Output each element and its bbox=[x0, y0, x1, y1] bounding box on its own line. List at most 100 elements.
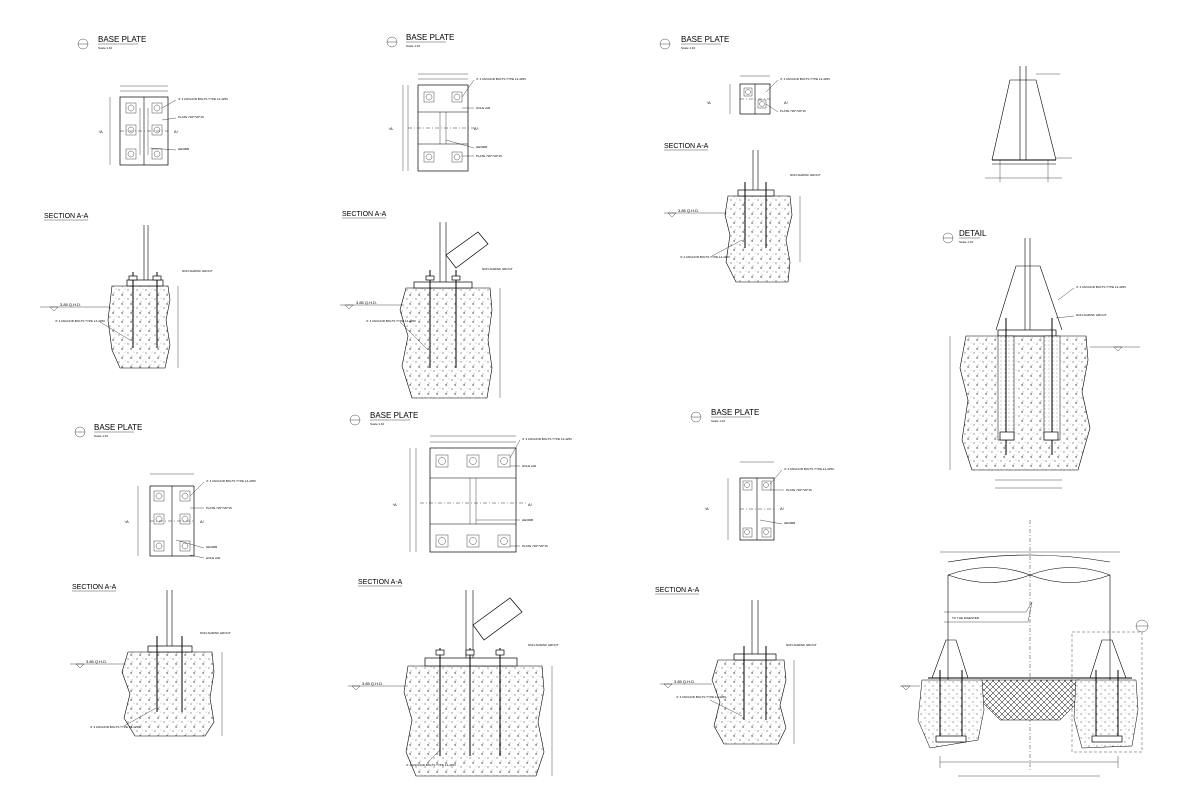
svg-text:BASE PLATE: BASE PLATE bbox=[98, 35, 146, 44]
svg-text:↑A: ↑A bbox=[124, 519, 129, 524]
base-plate-plan-4: ↑A A↑ 4" 4 ANCHOR BOLTS TYPE 14-4250 PLA… bbox=[124, 473, 256, 560]
section-a-a-6: 3.85 Q.H.D. 4" 4 ANCHOR BOLTS TYPE 14-42… bbox=[660, 600, 817, 745]
svg-text:NON-SHRINK GROUT: NON-SHRINK GROUT bbox=[482, 267, 513, 271]
svg-text:HE300B: HE300B bbox=[178, 147, 189, 151]
svg-text:HOLE ø40: HOLE ø40 bbox=[522, 464, 537, 468]
svg-text:4" 4 ANCHOR BOLTS TYPE 14-4250: 4" 4 ANCHOR BOLTS TYPE 14-4250 bbox=[680, 255, 730, 259]
svg-text:Scale 1:10: Scale 1:10 bbox=[98, 46, 113, 50]
svg-text:BASE PLATE: BASE PLATE bbox=[681, 35, 729, 44]
title-base-plate-6: BASE PLATE Scale 1:10 bbox=[690, 408, 759, 423]
svg-text:4" 4 ANCHOR BOLTS TYPE 14-4250: 4" 4 ANCHOR BOLTS TYPE 14-4250 bbox=[676, 695, 726, 699]
section-title-4: SECTION A-A bbox=[72, 584, 117, 592]
title-base-plate-4: BASE PLATE Scale 1:10 bbox=[74, 423, 142, 438]
svg-text:3.85 Q.H.D.: 3.85 Q.H.D. bbox=[362, 681, 383, 686]
bracket-elevation bbox=[985, 66, 1072, 182]
svg-text:4" 4 ANCHOR BOLTS TYPE 14-4250: 4" 4 ANCHOR BOLTS TYPE 14-4250 bbox=[55, 319, 105, 323]
svg-text:A↑: A↑ bbox=[528, 502, 533, 507]
svg-text:NON-SHRINK GROUT: NON-SHRINK GROUT bbox=[528, 643, 559, 647]
svg-text:NON-SHRINK GROUT: NON-SHRINK GROUT bbox=[790, 173, 821, 177]
detail-view: 4" 4 ANCHOR BOLTS TYPE 14-4250 NON-SHRIN… bbox=[949, 238, 1140, 489]
svg-text:Scale 1:10: Scale 1:10 bbox=[681, 46, 696, 50]
svg-text:3.85 Q.H.D.: 3.85 Q.H.D. bbox=[86, 659, 107, 664]
section-title-5: SECTION A-A bbox=[358, 579, 403, 587]
svg-text:↑A: ↑A bbox=[706, 100, 711, 105]
base-plate-plan-1: ↑A A↑ 4" 4 ANCHOR BOLTS TYPE 14-4250 PLA… bbox=[98, 85, 228, 166]
svg-text:4" 4 ANCHOR BOLTS TYPE 14-4250: 4" 4 ANCHOR BOLTS TYPE 14-4250 bbox=[784, 467, 834, 471]
base-plate-plan-6: ↑A A↑ 4" 4 ANCHOR BOLTS TYPE 14-4250 PLA… bbox=[704, 461, 834, 541]
svg-text:BASE PLATE: BASE PLATE bbox=[711, 408, 759, 417]
svg-text:4" 4 ANCHOR BOLTS TYPE 14-4250: 4" 4 ANCHOR BOLTS TYPE 14-4250 bbox=[476, 77, 526, 81]
svg-text:4" 4 ANCHOR BOLTS TYPE 14-4250: 4" 4 ANCHOR BOLTS TYPE 14-4250 bbox=[522, 437, 572, 441]
base-plate-plan-2: ↑A A↑ 4" 4 ANCHOR BOLTS TYPE 14-4250 HOL… bbox=[388, 73, 526, 172]
svg-text:NON-SHRINK GROUT: NON-SHRINK GROUT bbox=[182, 269, 213, 273]
svg-text:↑A: ↑A bbox=[388, 126, 393, 131]
svg-text:Scale 1:10: Scale 1:10 bbox=[406, 44, 421, 48]
svg-text:↑A: ↑A bbox=[704, 506, 709, 511]
svg-text:4" 4 ANCHOR BOLTS TYPE 14-4250: 4" 4 ANCHOR BOLTS TYPE 14-4250 bbox=[780, 77, 830, 81]
svg-text:↑A: ↑A bbox=[98, 129, 103, 134]
svg-text:SECTION A-A: SECTION A-A bbox=[655, 587, 700, 594]
svg-text:HOLE ø40: HOLE ø40 bbox=[476, 106, 491, 110]
svg-text:4" 4 ANCHOR BOLTS TYPE 14-4250: 4" 4 ANCHOR BOLTS TYPE 14-4250 bbox=[206, 479, 256, 483]
svg-text:PLATE 720*720*15: PLATE 720*720*15 bbox=[206, 506, 232, 510]
svg-text:A↑: A↑ bbox=[200, 519, 205, 524]
base-plate-plan-5: ↑A A↑ 4" 4 ANCHOR BOLTS TYPE 14-4250 HOL… bbox=[392, 435, 572, 553]
svg-text:TO THE DIGESTER: TO THE DIGESTER bbox=[952, 616, 980, 620]
svg-text:NON-SHRINK GROUT: NON-SHRINK GROUT bbox=[200, 631, 231, 635]
svg-text:HE300B: HE300B bbox=[206, 545, 217, 549]
svg-text:Scale 1:10: Scale 1:10 bbox=[711, 419, 726, 423]
svg-text:SECTION A-A: SECTION A-A bbox=[664, 143, 709, 150]
svg-text:BASE PLATE: BASE PLATE bbox=[406, 33, 454, 42]
section-title-6: SECTION A-A bbox=[655, 587, 700, 595]
svg-text:BASE PLATE: BASE PLATE bbox=[94, 423, 142, 432]
svg-text:A↑: A↑ bbox=[784, 100, 789, 105]
section-a-a-3: 3.85 Q.H.D. 4" 4 ANCHOR BOLTS TYPE 14-42… bbox=[664, 150, 821, 283]
svg-text:Scale 1:10: Scale 1:10 bbox=[94, 434, 109, 438]
section-title-1: SECTION A-A bbox=[44, 213, 89, 221]
svg-text:HE300B: HE300B bbox=[476, 145, 487, 149]
svg-text:A↑: A↑ bbox=[780, 506, 785, 511]
svg-text:PLATE 720*720*15: PLATE 720*720*15 bbox=[476, 154, 502, 158]
svg-text:↑A: ↑A bbox=[392, 502, 397, 507]
svg-text:SECTION A-A: SECTION A-A bbox=[44, 213, 89, 220]
base-plate-plan-3: ↑A A↑ 4" 4 ANCHOR BOLTS TYPE 14-4250 PLA… bbox=[706, 75, 830, 115]
svg-text:3.85 Q.H.D.: 3.85 Q.H.D. bbox=[356, 300, 377, 305]
svg-text:SECTION A-A: SECTION A-A bbox=[342, 211, 387, 218]
section-a-a-5: 3.85 Q.H.D. 4" 4 ANCHOR BOLTS TYPE 14-42… bbox=[348, 590, 559, 777]
svg-text:4" 4 ANCHOR BOLTS TYPE 14-4250: 4" 4 ANCHOR BOLTS TYPE 14-4250 bbox=[366, 319, 416, 323]
svg-text:4" 4 ANCHOR BOLTS TYPE 14-4250: 4" 4 ANCHOR BOLTS TYPE 14-4250 bbox=[90, 725, 140, 729]
svg-text:PLATE 720*720*15: PLATE 720*720*15 bbox=[522, 544, 548, 548]
svg-text:SECTION A-A: SECTION A-A bbox=[72, 584, 117, 591]
svg-text:SECTION A-A: SECTION A-A bbox=[358, 579, 403, 586]
svg-text:HE300B: HE300B bbox=[522, 518, 533, 522]
svg-text:A↑: A↑ bbox=[174, 129, 179, 134]
svg-text:PLATE 720*720*15: PLATE 720*720*15 bbox=[786, 488, 812, 492]
svg-text:4" 4 ANCHOR BOLTS TYPE 14-4250: 4" 4 ANCHOR BOLTS TYPE 14-4250 bbox=[178, 97, 228, 101]
section-a-a-1: 3.85 Q.H.D. 4" 4 ANCHOR BOLTS TYPE 14-42… bbox=[40, 225, 213, 369]
svg-text:HOLE ø40: HOLE ø40 bbox=[206, 556, 221, 560]
title-base-plate-3: BASE PLATE Scale 1:10 bbox=[659, 35, 729, 50]
svg-text:HE300B: HE300B bbox=[784, 521, 795, 525]
svg-text:NON-SHRINK GROUT: NON-SHRINK GROUT bbox=[1076, 313, 1107, 317]
section-title-2: SECTION A-A bbox=[342, 211, 387, 219]
tank-elevation: TO THE DIGESTER bbox=[900, 520, 1149, 777]
svg-text:4" 4 ANCHOR BOLTS TYPE 14-4250: 4" 4 ANCHOR BOLTS TYPE 14-4250 bbox=[1076, 285, 1126, 289]
svg-text:Scale 1:10: Scale 1:10 bbox=[959, 240, 974, 244]
svg-text:3.85 Q.H.D.: 3.85 Q.H.D. bbox=[674, 679, 695, 684]
svg-text:PLATE 720*720*15: PLATE 720*720*15 bbox=[178, 115, 204, 119]
section-a-a-2: 3.85 Q.H.D. 4" 4 ANCHOR BOLTS TYPE 14-42… bbox=[340, 222, 513, 399]
section-a-a-4: 3.85 Q.H.D. 4" 4 ANCHOR BOLTS TYPE 14-42… bbox=[70, 590, 231, 737]
title-detail: DETAIL Scale 1:10 bbox=[942, 229, 987, 244]
svg-text:4" 4 ANCHOR BOLTS TYPE 14-4250: 4" 4 ANCHOR BOLTS TYPE 14-4250 bbox=[406, 763, 456, 767]
section-title-3: SECTION A-A bbox=[664, 143, 709, 151]
svg-text:BASE PLATE: BASE PLATE bbox=[370, 411, 418, 420]
svg-text:DETAIL: DETAIL bbox=[959, 229, 987, 238]
title-base-plate-1: BASE PLATE Scale 1:10 bbox=[77, 35, 146, 50]
svg-text:3.85 Q.H.D.: 3.85 Q.H.D. bbox=[678, 208, 699, 213]
svg-text:NON-SHRINK GROUT: NON-SHRINK GROUT bbox=[786, 643, 817, 647]
title-base-plate-2: BASE PLATE Scale 1:10 bbox=[386, 33, 454, 48]
svg-text:A↑: A↑ bbox=[474, 126, 479, 131]
svg-text:3.85 Q.H.D.: 3.85 Q.H.D. bbox=[60, 302, 81, 307]
svg-text:PLATE 720*720*15: PLATE 720*720*15 bbox=[780, 109, 806, 113]
